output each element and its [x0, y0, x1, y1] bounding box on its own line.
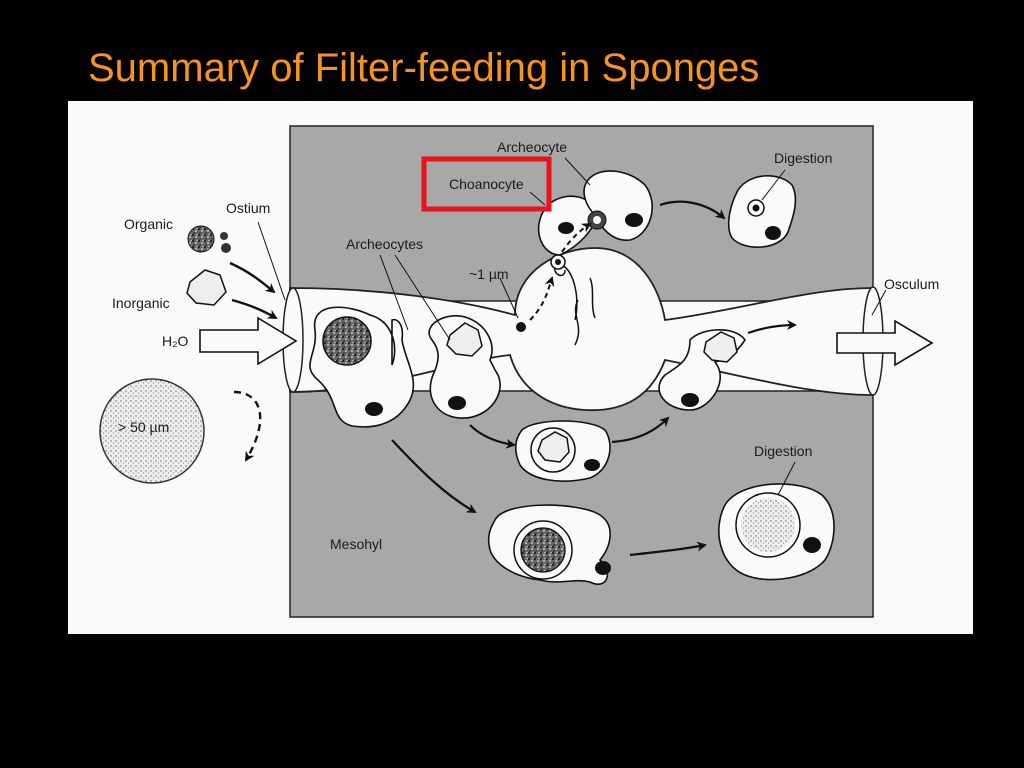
phagocytosed-organic-particle: [322, 316, 372, 366]
phagocytosed-organic-particle: [520, 527, 566, 573]
small-particle: [516, 322, 526, 332]
label-archeocytes: Archeocytes: [346, 236, 423, 252]
label-small-particle: ~1 µm: [469, 266, 509, 282]
nucleus: [365, 402, 383, 416]
water-outflow-arrow: [836, 319, 934, 367]
flow-arrow: [469, 424, 516, 449]
label-digestion-top: Digestion: [774, 150, 832, 166]
leader-line: [871, 289, 887, 316]
leader-line: [257, 221, 286, 301]
flow-arrow: [629, 541, 707, 557]
label-digestion-bottom: Digestion: [754, 443, 812, 459]
organic-particle: [187, 225, 215, 253]
nucleus: [584, 459, 600, 471]
leader-line: [529, 191, 546, 206]
inorganic-particle: [703, 331, 738, 363]
digesting-organic-particle: [741, 498, 795, 552]
transferred-particle-core: [593, 216, 601, 224]
nucleus: [625, 213, 643, 227]
label-h2o: H₂O: [162, 333, 189, 349]
leader-line: [777, 461, 796, 496]
organic-particle-small: [220, 232, 228, 240]
label-inorganic: Inorganic: [112, 295, 170, 311]
nucleus: [765, 226, 781, 240]
inorganic-particle: [537, 431, 570, 463]
water-inflow-arrow: [199, 316, 298, 366]
leader-line: [761, 169, 786, 201]
nucleus: [448, 396, 466, 410]
flow-arrow: [659, 200, 726, 220]
nucleus: [803, 537, 821, 553]
choanocyte-highlight-box: [421, 156, 552, 212]
label-ostium: Ostium: [226, 200, 270, 216]
flow-arrow: [611, 416, 670, 444]
nucleus: [681, 393, 699, 407]
choanocyte-vacuole-core: [555, 259, 561, 265]
leader-line: [379, 254, 451, 341]
inorganic-particle: [186, 269, 227, 306]
archeocyte-cell: [428, 315, 501, 419]
flow-arrow: [229, 261, 276, 294]
archeocyte-transfer-path: [561, 222, 592, 253]
label-choanocyte: Choanocyte: [449, 176, 524, 192]
leader-line: [499, 277, 519, 319]
flagellum: [574, 299, 580, 346]
nucleus: [558, 222, 574, 234]
rejected-particle-arrow: [233, 390, 262, 462]
flow-arrow: [391, 439, 477, 513]
large-particle: [99, 378, 205, 484]
slide-title: Summary of Filter-feeding in Sponges: [88, 46, 760, 90]
nucleus: [595, 561, 611, 575]
flow-arrow: [231, 298, 278, 320]
small-particle-path: [529, 276, 555, 321]
label-organic: Organic: [124, 216, 173, 232]
inorganic-particle: [446, 322, 483, 357]
label-large-particle: > 50 µm: [118, 419, 169, 435]
label-osculum: Osculum: [884, 276, 939, 292]
organic-particle-small: [221, 243, 231, 253]
leader-line: [564, 157, 591, 186]
digestive-vacuole-core: [752, 204, 760, 212]
expulsion-arrow: [747, 320, 797, 335]
label-mesohyl: Mesohyl: [330, 536, 382, 552]
label-archeocyte: Archeocyte: [497, 139, 567, 155]
